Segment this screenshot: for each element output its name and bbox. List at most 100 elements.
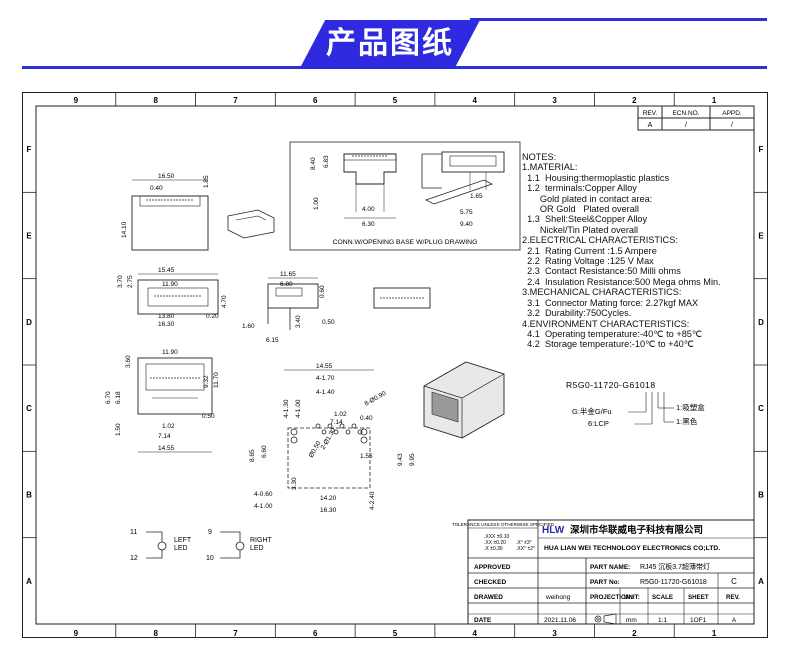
grid-column-label: 5	[393, 629, 398, 638]
grid-column-label: 3	[552, 96, 557, 105]
dim-side-c: 0.60	[319, 285, 326, 298]
appd-value: /	[731, 122, 733, 129]
dim-pcb-e: 4-1.30	[283, 399, 290, 418]
dim-bottom-g: 1.02	[162, 423, 175, 430]
notes-line: 3.2 Durability:750Cycles.	[522, 308, 632, 319]
dim-pcb-t: 4-0.60	[254, 491, 273, 498]
dim-top-d: 14.10	[121, 221, 128, 238]
dim-bottom-h: 7.14	[158, 433, 171, 440]
dim-pcb-q: 9.95	[409, 453, 416, 466]
notes-line: 2.1 Rating Current :1.5 Ampere	[522, 245, 657, 256]
unit-label: UNIT:	[624, 594, 640, 601]
grid-row-label: D	[758, 318, 764, 327]
notes-line: 1.1 Housing:thermoplastic plastics	[522, 172, 670, 183]
dim-pcb-o: 1.55	[360, 453, 373, 460]
grid-row-label: A	[26, 577, 32, 586]
led-left-sub: LED	[174, 545, 188, 552]
dim-bottom-i: 14.55	[158, 445, 175, 452]
dim-bottom-d: 6.18	[115, 391, 122, 404]
title-block: TOLERANCE UNLESS OTHERWISE SPECIFIED .XX…	[452, 519, 755, 625]
dim-panel-h: 9.40	[460, 221, 473, 228]
led-right-pin-b: 10	[206, 555, 214, 562]
notes-line: NOTES:	[522, 152, 557, 162]
dim-bottom-f: 11.70	[213, 372, 220, 388]
grid-row-label: E	[26, 232, 32, 241]
led-right: 9 10 RIGHT LED	[206, 529, 273, 562]
notes-line: 4.1 Operating temperature:-40℃ to +85℃	[522, 328, 703, 339]
dim-panel-g: 5.75	[460, 209, 473, 216]
dim-side-f: 3.40	[295, 315, 302, 328]
grid-column-label: 4	[473, 629, 478, 638]
dim-front-b: 11.90	[162, 281, 178, 288]
dim-pcb-p: 9.43	[397, 453, 404, 466]
tolerance-5: .XX° ±2°	[516, 546, 535, 552]
grid-column-label: 7	[233, 96, 238, 105]
dim-pcb-a: 14.55	[316, 363, 333, 370]
dim-bottom-c: 6.70	[105, 391, 112, 404]
date-label: DATE	[474, 617, 492, 624]
grid-row-label: F	[759, 145, 764, 154]
grid-column-label: 1	[712, 96, 717, 105]
grid-column-label: 6	[313, 96, 318, 105]
grid-row-label: F	[27, 145, 32, 154]
dim-side-a: 11.65	[280, 271, 296, 278]
led-left-pin-b: 12	[130, 555, 138, 562]
part-name-value: RJ45 沉板3.7超薄带灯	[640, 562, 710, 571]
notes-line: Gold plated in contact area:	[522, 193, 653, 204]
dim-top-c: 1.85	[203, 175, 210, 188]
dim-pcb-j: 8.65	[249, 449, 256, 462]
dim-pcb-f: 1.02	[334, 411, 347, 418]
top-view: 16.50 0.40 1.85 14.10	[121, 173, 275, 251]
banner-title: 产品图纸	[326, 26, 454, 61]
dim-panel-f: 1.65	[470, 193, 483, 200]
appd-header: APPD.	[722, 110, 742, 117]
dim-pcb-v: 4-2.40	[369, 491, 376, 510]
dim-panel-d: 4.00	[362, 206, 375, 213]
tolerance-3: .X ±0.30	[484, 546, 503, 552]
notes-line: 3.MECHANICAL CHARACTERISTICS:	[522, 287, 682, 298]
grid-column-label: 9	[74, 629, 79, 638]
ecn-value: /	[685, 122, 687, 129]
notes-block: NOTES:1.MATERIAL: 1.1 Housing:thermoplas…	[522, 152, 762, 350]
dim-pcb-d: 4-1.00	[295, 399, 302, 418]
banner-top-rule	[470, 18, 767, 21]
sheet-value: 1OF1	[690, 617, 707, 624]
grid-column-label: 1	[712, 629, 717, 638]
side-view: 11.65 6.80 0.60 1.60 6.15 3.40 0.50	[242, 271, 431, 344]
rev-header: REV.	[643, 110, 658, 117]
part-no-value: R5G0-11720-G61018	[640, 579, 707, 586]
company-logo: HLW	[542, 525, 565, 536]
grid-column-label: 3	[552, 629, 557, 638]
drawer-name: weihong	[545, 594, 571, 601]
led-right-pin-a: 9	[208, 529, 212, 536]
dim-pcb-s: 16.30	[320, 507, 337, 514]
part-code-note-b: 6:LCP	[588, 419, 609, 428]
panel-drawing: 8.40 6.83 1.00 4.00 6.30 1.65 5.75 9.40 …	[289, 141, 521, 251]
part-code-note-a: G:半金G/Fu	[572, 406, 612, 416]
part-code-note-c: 1:吸塑盒	[676, 402, 705, 412]
grid-column-label: 2	[632, 629, 637, 638]
dim-pcb-r: 14.20	[320, 495, 337, 502]
grid-column-label: 8	[153, 96, 158, 105]
dim-top-a: 16.50	[158, 173, 175, 180]
dim-side-e: 6.15	[266, 337, 279, 344]
grid-row-label: A	[758, 577, 764, 586]
led-right-sub: LED	[250, 545, 264, 552]
company-name-en: HUA LIAN WEI TECHNOLOGY ELECTRONICS CO;L…	[544, 545, 720, 552]
dim-front-e: 4.70	[221, 295, 228, 308]
dim-front-c: 3.70	[117, 275, 124, 288]
notes-line: 2.4 Insulation Resistance:500 Mega ohms …	[522, 276, 721, 287]
drawing-date: 2021.11.06	[544, 617, 576, 624]
tolerance-title: TOLERANCE UNLESS OTHERWISE SPECIFIED	[452, 522, 555, 527]
dim-panel-e: 6.30	[362, 221, 375, 228]
dim-pcb-n: 3.30	[291, 477, 298, 490]
part-code: R5G0-11720-G61018	[566, 380, 656, 390]
banner: 产品图纸	[0, 0, 790, 90]
scale-value: 1:1	[658, 617, 667, 624]
dim-front-f: 13.80	[158, 313, 175, 320]
rev-value-tb: A	[732, 617, 737, 624]
dim-panel-b: 6.83	[323, 155, 330, 168]
grid-column-label: 4	[473, 96, 478, 105]
led-left-title: LEFT	[174, 537, 192, 544]
